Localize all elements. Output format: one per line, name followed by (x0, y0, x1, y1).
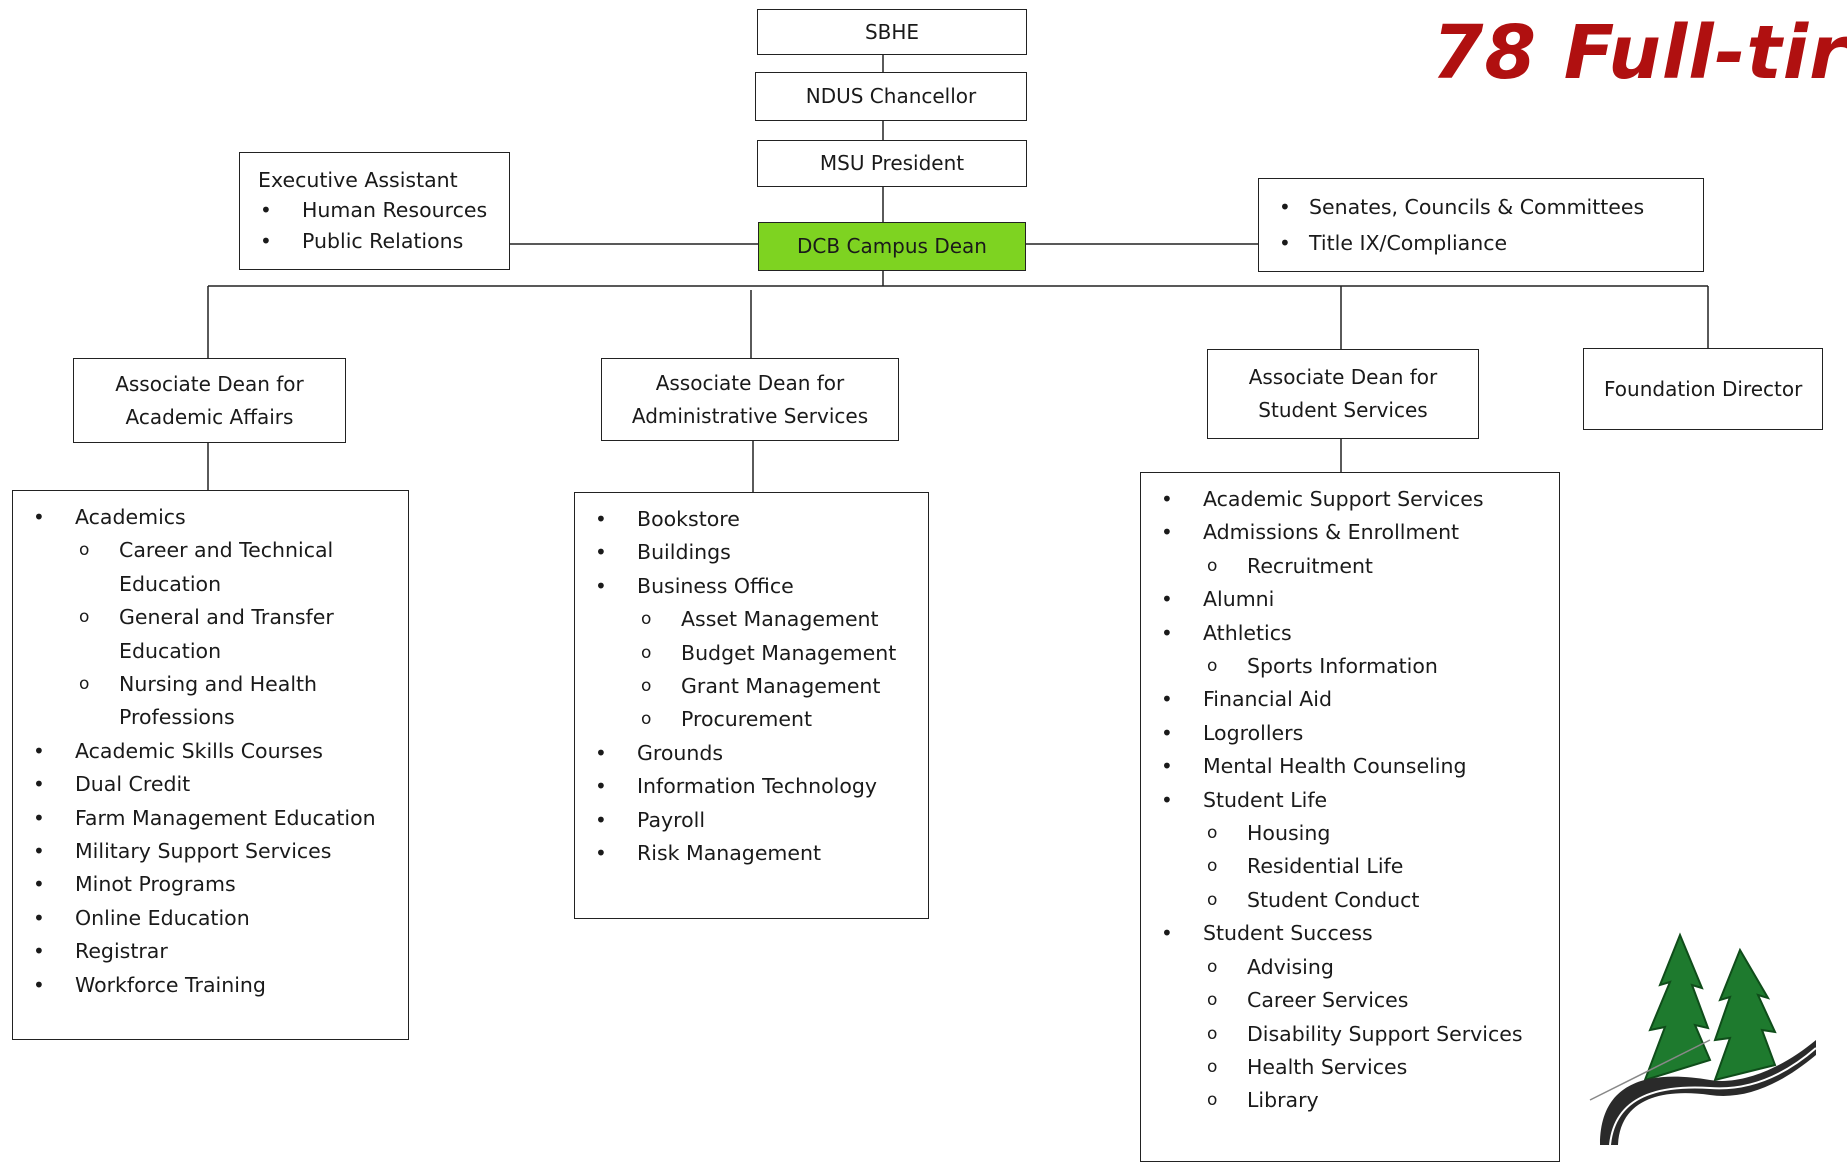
list-item: Mental Health Counseling (1141, 750, 1559, 784)
list-item: Admissions & Enrollment (1141, 516, 1559, 550)
list-item: Business Office (575, 570, 928, 604)
campus-dean-label: DCB Campus Dean (797, 234, 987, 258)
list-item: Online Education (13, 902, 408, 936)
list-item: Career and Technical (13, 534, 408, 568)
administrative-services-list: BookstoreBuildingsBusiness OfficeAsset M… (575, 503, 928, 871)
administrative-services-dean-box: Associate Dean for Administrative Servic… (601, 358, 899, 441)
list-item: General and Transfer (13, 601, 408, 635)
list-item: Financial Aid (1141, 683, 1559, 717)
list-item: Registrar (13, 935, 408, 969)
academic-affairs-list: AcademicsCareer and TechnicalEducationGe… (13, 501, 408, 1003)
list-item: Payroll (575, 804, 928, 838)
executive-assistant-title: Executive Assistant (258, 168, 458, 192)
list-item: Grounds (575, 737, 928, 771)
list-item: Professions (119, 705, 235, 730)
student-services-list: Academic Support ServicesAdmissions & En… (1141, 483, 1559, 1118)
list-item: Information Technology (575, 770, 928, 804)
list-item: Housing (1141, 817, 1559, 851)
academic-affairs-title-line2: Academic Affairs (125, 404, 294, 429)
list-item: Athletics (1141, 617, 1559, 651)
list-item: Career Services (1141, 984, 1559, 1018)
list-item: Academics (13, 501, 408, 535)
list-item: Procurement (575, 703, 928, 737)
list-item: Risk Management (575, 837, 928, 871)
list-item: Buildings (575, 536, 928, 570)
pine-trees-icon (1643, 932, 1777, 1082)
sbhe-label: SBHE (864, 19, 920, 44)
student-services-title-line1: Associate Dean for (1248, 365, 1438, 389)
foundation-director-box: Foundation Director (1583, 348, 1823, 430)
executive-assistant-box: Executive Assistant Human Resources Publ… (239, 152, 510, 270)
list-item: Grant Management (575, 670, 928, 704)
list-item: Minot Programs (13, 868, 408, 902)
headline-text: 78 Full-tir (1432, 10, 1847, 96)
academic-affairs-dean-box: Associate Dean for Academic Affairs (73, 358, 346, 443)
list-item: Asset Management (575, 603, 928, 637)
connector-lines (207, 55, 1709, 492)
list-item: Logrollers (1141, 717, 1559, 751)
list-item: Budget Management (575, 637, 928, 671)
list-item: Nursing and Health (13, 668, 408, 702)
list-item: Senates, Councils & Committees (1259, 189, 1703, 225)
senates-box: Senates, Councils & Committees Title IX/… (1258, 178, 1704, 272)
list-item: Alumni (1141, 583, 1559, 617)
list-item: Recruitment (1141, 550, 1559, 584)
academic-affairs-list-box: AcademicsCareer and TechnicalEducationGe… (12, 490, 409, 1040)
college-logo (1589, 932, 1817, 1146)
administrative-services-list-box: BookstoreBuildingsBusiness OfficeAsset M… (574, 492, 929, 919)
chancellor-label: NDUS Chancellor (805, 84, 977, 108)
list-item: Disability Support Services (1141, 1018, 1559, 1052)
foundation-director-label: Foundation Director (1604, 376, 1803, 401)
list-item: Library (1141, 1084, 1559, 1118)
list-item: Education (119, 571, 222, 596)
road-icon (1600, 1040, 1816, 1145)
administrative-services-title-line2: Administrative Services (631, 403, 869, 428)
road-stripe-icon (1609, 1047, 1817, 1146)
list-item: Student Life (1141, 784, 1559, 818)
academic-affairs-title-line1: Associate Dean for (115, 371, 304, 396)
list-item: Workforce Training (13, 969, 408, 1003)
list-item: Human Resources (240, 195, 509, 226)
student-services-list-box: Academic Support ServicesAdmissions & En… (1140, 472, 1560, 1162)
sbhe-box: SBHE (757, 9, 1027, 55)
list-item: Student Success (1141, 917, 1559, 951)
list-item: Dual Credit (13, 768, 408, 802)
student-services-title-line2: Student Services (1258, 398, 1428, 422)
list-item: Academic Skills Courses (13, 735, 408, 769)
horizon-line-icon (1589, 1039, 1711, 1101)
list-item: Public Relations (240, 226, 509, 257)
executive-assistant-list: Human Resources Public Relations (240, 195, 509, 257)
list-item: Student Conduct (1141, 884, 1559, 918)
list-item: Military Support Services (13, 835, 408, 869)
list-item: Title IX/Compliance (1259, 225, 1703, 261)
list-item: Farm Management Education (13, 802, 408, 836)
administrative-services-title-line1: Associate Dean for (655, 370, 845, 395)
list-item: Residential Life (1141, 850, 1559, 884)
list-item: Health Services (1141, 1051, 1559, 1085)
list-item: Sports Information (1141, 650, 1559, 684)
list-item: Education (119, 638, 222, 663)
president-box: MSU President (757, 140, 1027, 187)
list-item: Bookstore (575, 503, 928, 537)
president-label: MSU President (819, 151, 965, 175)
student-services-dean-box: Associate Dean for Student Services (1207, 349, 1479, 439)
campus-dean-box: DCB Campus Dean (758, 222, 1026, 271)
list-item: Advising (1141, 951, 1559, 985)
list-item: Academic Support Services (1141, 483, 1559, 517)
chancellor-box: NDUS Chancellor (755, 72, 1027, 121)
senates-list: Senates, Councils & Committees Title IX/… (1259, 189, 1703, 261)
